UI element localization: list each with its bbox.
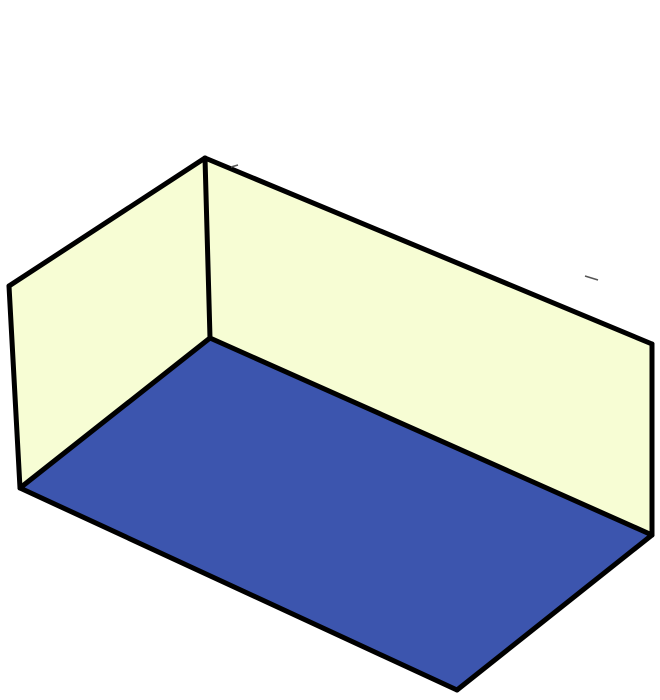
stray-mark bbox=[584, 275, 599, 281]
edge-left-vertical bbox=[6, 283, 23, 491]
edge-floor-back-right bbox=[207, 335, 655, 538]
stray-mark bbox=[230, 164, 239, 168]
edge-back-vertical bbox=[202, 155, 213, 341]
edge-floor-front-right bbox=[454, 532, 655, 693]
edge-top-right bbox=[202, 155, 655, 347]
edge-floor-front-left bbox=[17, 485, 460, 693]
back-wall bbox=[205, 158, 652, 535]
floor bbox=[20, 338, 652, 690]
edge-top-left bbox=[6, 155, 208, 289]
left-wall bbox=[9, 158, 210, 488]
edge-floor-back-left bbox=[17, 335, 213, 491]
